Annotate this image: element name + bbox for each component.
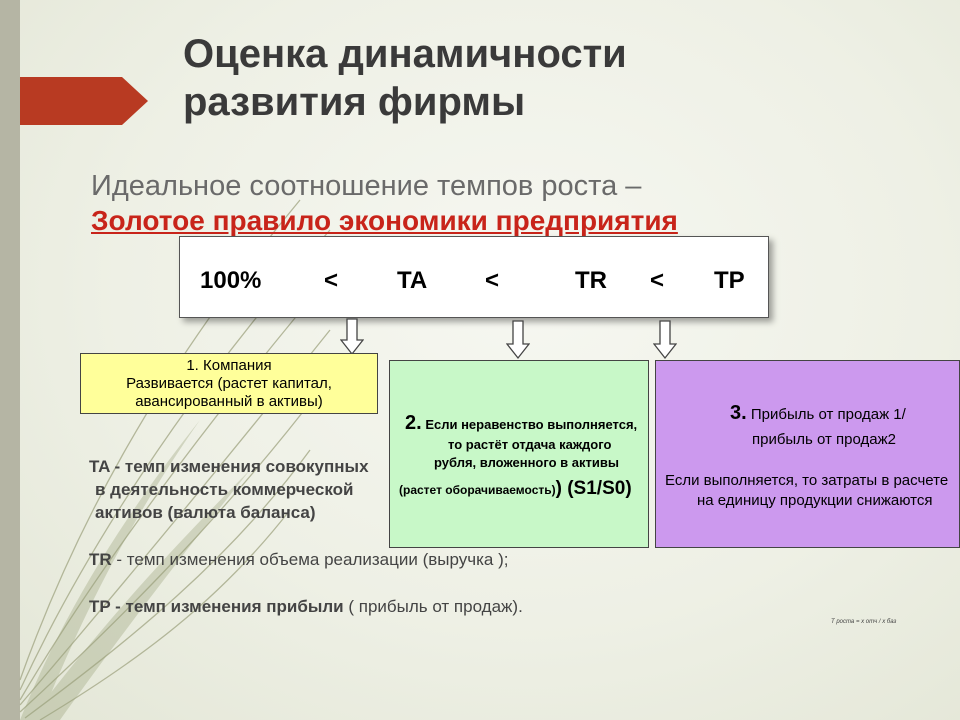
left-strip [0,0,20,720]
box-asset-return: 2. Если неравенство выполняется, то раст… [389,360,649,548]
formula-box: 100% < TA < TR < TP [179,236,769,318]
box3-number: 3. [730,402,747,424]
formula-100-percent: 100% [200,267,262,294]
box3-line-1: Прибыль от продаж 1/ [750,406,906,423]
ta-abbr: TA [89,457,110,476]
box3-line-2: прибыль от продаж2 [752,431,896,448]
box2-ratio: ) (S1/S0) [555,478,632,499]
ta-definition-line-3: активов (валюта баланса) [95,503,316,522]
ta-definition-line-1: - темп изменения совокупных [109,457,369,476]
formula-less-than-1: < [324,267,339,294]
down-arrow-icon-3 [653,320,677,360]
growth-rate-footnote: Т роста = х отч / х баз [831,619,897,625]
box1-line-3: авансированный в активы) [135,393,323,410]
down-arrow-icon-2 [506,320,530,360]
tp-abbr: TP [89,597,111,616]
box1-line-2: Развивается (растет капитал, [126,375,332,392]
down-arrow-icon-1 [340,318,364,356]
box3-line-4: на единицу продукции снижаются [697,492,933,509]
title-line-2: развития фирмы [183,80,526,124]
slide-title: Оценка динамичности развития фирмы [183,30,823,126]
box2-line-4: (растет оборачиваемость) [399,483,556,497]
box2-number: 2. [405,412,422,434]
box-company-develops: 1. Компания Развивается (растет капитал,… [80,353,378,414]
red-title-tab [20,77,148,125]
formula-less-than-3: < [650,267,665,294]
formula-tr: TR [575,267,607,294]
box2-line-3: рубля, вложенного в активы [434,455,619,470]
ta-definition-line-2: в деятельность коммерческой [95,480,354,499]
tp-definition-bold: - темп изменения прибыли [110,597,344,616]
box1-line-1: 1. Компания [186,357,272,374]
box2-line-2: то растёт отдача каждого [448,437,612,452]
formula-tp: TP [714,267,745,294]
golden-rule-heading: Золотое правило экономики предприятия [91,205,678,236]
tr-abbr: TR [89,550,112,569]
box3-line-3: Если выполняется, то затраты в расчете [665,472,949,489]
box-sales-profit: 3. Прибыль от продаж 1/ прибыль от прода… [655,360,960,548]
formula-ta: TA [397,267,428,294]
subtitle: Идеальное соотношение темпов роста – [91,170,642,202]
formula-less-than-2: < [485,267,500,294]
box2-line-1: Если неравенство выполняется, [425,417,638,432]
tp-definition-rest: ( прибыль от продаж). [343,597,523,616]
tr-definition: - темп изменения объема реализации (выру… [111,550,509,569]
title-line-1: Оценка динамичности [183,32,627,76]
